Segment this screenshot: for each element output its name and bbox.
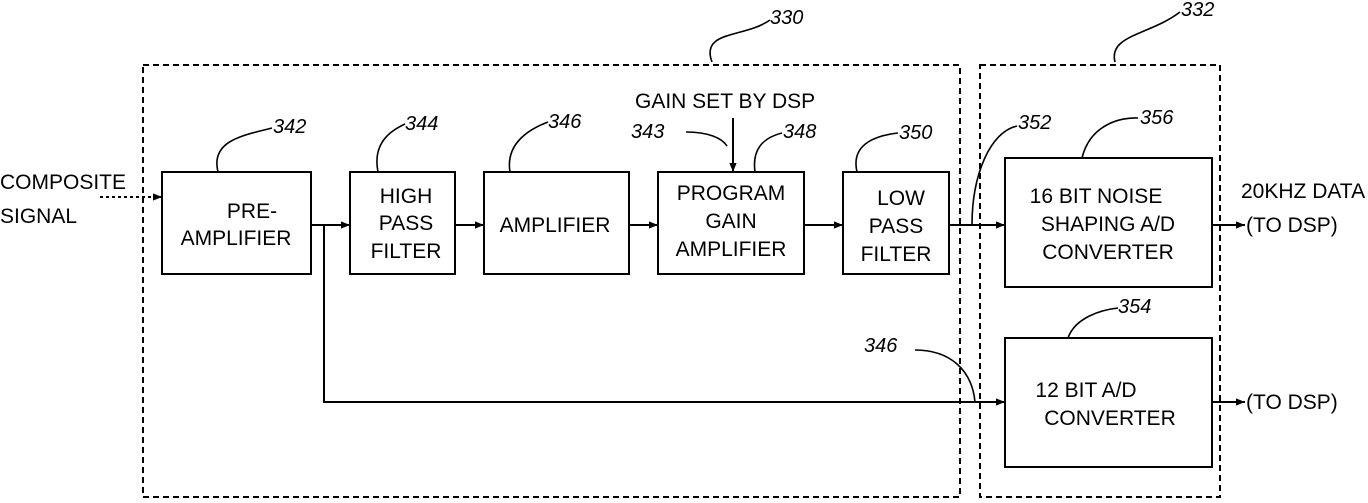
ref-342: 342 xyxy=(273,116,306,138)
preamp-label-2: AMPLIFIER xyxy=(181,227,292,250)
ref-330: 330 xyxy=(770,7,803,29)
signal-label: SIGNAL xyxy=(0,205,77,228)
lpf-label-1: LOW xyxy=(877,187,925,210)
ref-332: 332 xyxy=(1181,0,1214,21)
leader-350 xyxy=(856,133,898,172)
gain-set-label: GAIN SET BY DSP xyxy=(635,90,815,113)
leader-330 xyxy=(710,20,770,62)
ref-356: 356 xyxy=(1140,107,1174,129)
ref-346: 346 xyxy=(548,111,582,133)
lpf-label-2: PASS xyxy=(869,215,923,238)
pga-label-1: PROGRAM xyxy=(677,182,786,205)
hpf-label-3: FILTER xyxy=(371,240,442,263)
leader-342 xyxy=(217,128,272,172)
leader-344 xyxy=(377,124,405,172)
hpf-label-1: HIGH xyxy=(380,185,433,208)
leader-354 xyxy=(1068,308,1118,338)
adc12-label-2: CONVERTER xyxy=(1044,407,1175,430)
lpf-label-3: FILTER xyxy=(861,243,932,266)
ref-346b: 346 xyxy=(864,335,898,357)
pga-label-3: AMPLIFIER xyxy=(676,238,787,261)
adc16-label-2: SHAPING A/D xyxy=(1041,213,1175,236)
adc-12bit-block xyxy=(1005,338,1212,467)
ref-343: 343 xyxy=(631,121,664,143)
leader-332 xyxy=(1114,12,1180,62)
ref-352: 352 xyxy=(1018,112,1051,134)
leader-348 xyxy=(754,133,782,172)
leader-346b xyxy=(915,350,975,402)
ref-354: 354 xyxy=(1118,296,1151,318)
adc12-label-1: 12 BIT A/D xyxy=(1035,379,1136,402)
adc16-output-label-1: 20KHZ DATA xyxy=(1241,180,1365,203)
leader-346 xyxy=(509,122,548,172)
ref-348: 348 xyxy=(783,121,816,143)
composite-label: COMPOSITE xyxy=(0,171,126,194)
ref-350: 350 xyxy=(899,122,932,144)
leader-356 xyxy=(1082,118,1138,158)
amp-label: AMPLIFIER xyxy=(500,214,611,237)
preamplifier-block xyxy=(162,172,311,274)
adc16-label-1: 16 BIT NOISE xyxy=(1030,185,1163,208)
preamp-label-1: PRE- xyxy=(227,200,277,223)
adc16-label-3: CONVERTER xyxy=(1042,241,1173,264)
pga-label-2: GAIN xyxy=(705,210,756,233)
hpf-label-2: PASS xyxy=(379,212,433,235)
ref-344: 344 xyxy=(405,113,438,135)
adc12-output-label: (TO DSP) xyxy=(1246,391,1338,414)
leader-343 xyxy=(686,132,727,146)
adc16-output-label-2: (TO DSP) xyxy=(1246,214,1338,237)
